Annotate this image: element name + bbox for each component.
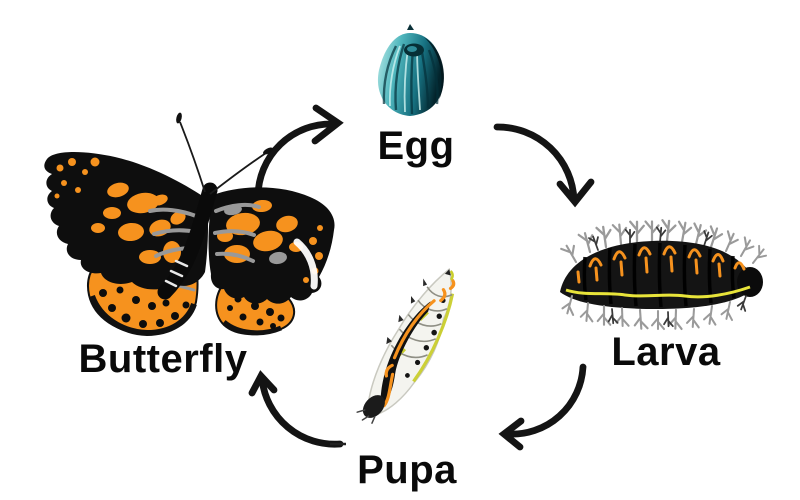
butterfly-right-forewing bbox=[208, 187, 335, 304]
label-egg: Egg bbox=[377, 124, 455, 168]
pupa-image bbox=[330, 267, 456, 446]
egg-image bbox=[377, 24, 444, 116]
larva-image bbox=[560, 219, 770, 331]
arrow-larva-to-pupa bbox=[498, 363, 587, 451]
label-larva: Larva bbox=[611, 330, 721, 374]
butterfly-antennae bbox=[176, 112, 274, 195]
arrow-egg-to-larva bbox=[493, 123, 595, 208]
butterfly-image bbox=[44, 112, 335, 337]
label-butterfly: Butterfly bbox=[78, 337, 248, 381]
arrow-pupa-to-butterfly bbox=[248, 370, 344, 448]
butterfly-body bbox=[157, 182, 218, 300]
label-pupa: Pupa bbox=[357, 448, 457, 492]
arrow-butterfly-to-egg bbox=[254, 104, 344, 200]
